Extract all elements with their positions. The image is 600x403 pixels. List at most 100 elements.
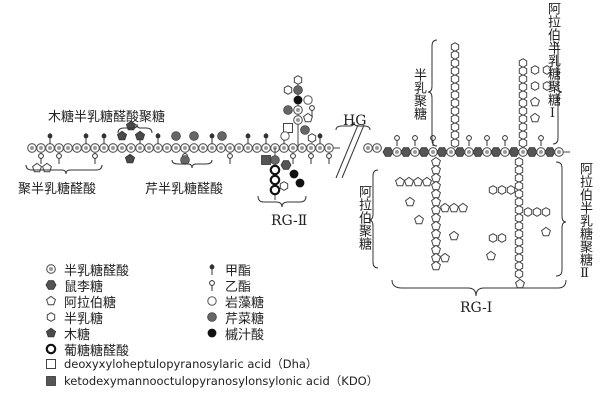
galactose-symbol: [514, 261, 524, 271]
label-hg: HG: [343, 113, 367, 129]
kdo-icon: [46, 376, 56, 386]
dha-symbol: [46, 359, 56, 369]
galactose-symbol: [518, 66, 528, 76]
galactose-symbol: [514, 173, 524, 183]
galactose-symbol: [514, 181, 524, 191]
galactose-symbol: [283, 85, 293, 95]
galactose-symbol: [514, 165, 524, 175]
galacturonic-acid-symbol: [27, 143, 37, 153]
methyl-ester-symbol: [263, 133, 269, 144]
galacturonic-acid-symbol: [306, 143, 316, 153]
galacturonic-acid-symbol: [410, 147, 420, 157]
galactose-symbol: [530, 65, 540, 75]
arabinose-symbol: [431, 228, 441, 239]
galacturonic-acid-symbol: [293, 115, 303, 125]
galactose-symbol: [514, 253, 524, 263]
aceric-acid-symbol: [207, 328, 217, 338]
acetyl-ester-symbol: [466, 135, 472, 146]
legend-item-xylose: 木糖: [44, 325, 91, 343]
label-apiogalacturonan: 芹半乳糖醛酸: [145, 182, 224, 197]
galacturonic-acid-icon: [46, 264, 56, 274]
galactose-symbol: [514, 213, 524, 223]
galacturonic-acid-symbol: [45, 143, 55, 153]
arabinose-symbol: [431, 196, 441, 207]
galactose-symbol: [488, 233, 498, 243]
galactose-symbol: [542, 81, 552, 91]
arabinose-symbol: [431, 252, 441, 263]
apiose-symbol: [217, 131, 227, 141]
apiose-symbol: [171, 131, 181, 141]
galactose-symbol: [488, 185, 498, 195]
bracket-rg2: [257, 195, 307, 208]
galactose-symbol: [450, 82, 460, 92]
legend-label: 木糖: [64, 327, 91, 343]
galacturonic-acid-symbol: [144, 143, 154, 153]
acetyl-ester-symbol: [209, 280, 215, 291]
arabinose-symbol: [414, 214, 424, 225]
rhamnose-symbol: [490, 147, 502, 157]
galactose-symbol: [518, 138, 528, 148]
galacturonic-acid-symbol: [171, 143, 181, 153]
kdo-symbol: [46, 376, 56, 386]
rhamnose-symbol: [454, 147, 466, 157]
arabinose-symbol: [440, 252, 450, 263]
legend-label: 鼠李糖: [64, 279, 104, 295]
acetyl-ester-symbol: [308, 153, 314, 164]
arabinose-symbol: [431, 204, 441, 215]
methyl-ester-symbol: [101, 133, 107, 144]
methyl-ester-icon: [209, 264, 215, 275]
galacturonic-acid-symbol: [288, 143, 298, 153]
label-arabinan: 阿拉伯聚糖: [356, 185, 371, 250]
acetyl-ester-symbol: [394, 135, 400, 146]
galacturonic-acid-symbol: [372, 143, 382, 153]
label-arabinogalactan-1: 阿拉伯半乳糖聚糖Ⅰ: [545, 2, 560, 121]
methyl-ester-symbol: [47, 133, 53, 144]
galacturonic-acid-symbol: [243, 143, 253, 153]
arabinose-symbol: [431, 220, 441, 231]
acetyl-ester-icon: [209, 280, 215, 291]
acetyl-ester-symbol: [538, 135, 544, 146]
galacturonic-acid-symbol: [72, 143, 82, 153]
arabinose-symbol: [541, 226, 551, 237]
galacturonic-acid-symbol: [297, 143, 307, 153]
arabinose-symbol: [530, 112, 540, 123]
arabinose-symbol: [422, 176, 432, 187]
legend-item-apiose: 芹菜糖: [205, 309, 264, 327]
legend-item-rhamnose: 鼠李糖: [44, 277, 104, 295]
methyl-ester-symbol: [83, 133, 89, 144]
galactose-symbol: [46, 312, 56, 322]
aceric-acid-symbol: [289, 169, 299, 179]
fucose-icon: [207, 296, 217, 306]
bracket-galactan: [427, 39, 438, 147]
legend-item-kdo: ketodexymannooctulopyranosylonsylonic ac…: [44, 373, 378, 389]
galacturonic-acid-symbol: [46, 264, 56, 274]
rhamnose-symbol: [418, 147, 430, 157]
acetyl-ester-symbol: [326, 153, 332, 164]
acetyl-ester-symbol: [290, 153, 296, 164]
rhamnose-symbol: [472, 147, 484, 157]
galacturonic-acid-symbol: [536, 147, 546, 157]
label-rg2: RG-Ⅱ: [271, 213, 308, 229]
methyl-ester-symbol: [209, 264, 215, 275]
galactose-symbol: [518, 74, 528, 84]
bracket-hg: [335, 121, 371, 131]
fucose-symbol: [280, 131, 290, 141]
galacturonic-acid-symbol: [252, 143, 262, 153]
legend-item-methyl-ester: 甲酯: [205, 261, 251, 279]
methyl-ester-symbol: [209, 133, 215, 144]
arabinose-symbol: [431, 236, 441, 247]
galactose-symbol: [450, 98, 460, 108]
break-mark: [341, 124, 365, 179]
rhamnose-symbol: [526, 147, 538, 157]
arabinose-symbol: [431, 156, 441, 167]
arabinose-symbol: [449, 202, 459, 213]
galactose-symbol: [450, 58, 460, 68]
arabinose-symbol: [515, 278, 525, 289]
glucuronic-acid-symbol: [269, 164, 281, 176]
acetyl-ester-symbol: [38, 153, 44, 164]
arabinose-symbol: [458, 202, 468, 213]
galacturonic-acid-symbol: [234, 143, 244, 153]
galactose-symbol: [514, 237, 524, 247]
aceric-acid-symbol: [293, 95, 303, 105]
galactose-symbol: [497, 233, 507, 243]
